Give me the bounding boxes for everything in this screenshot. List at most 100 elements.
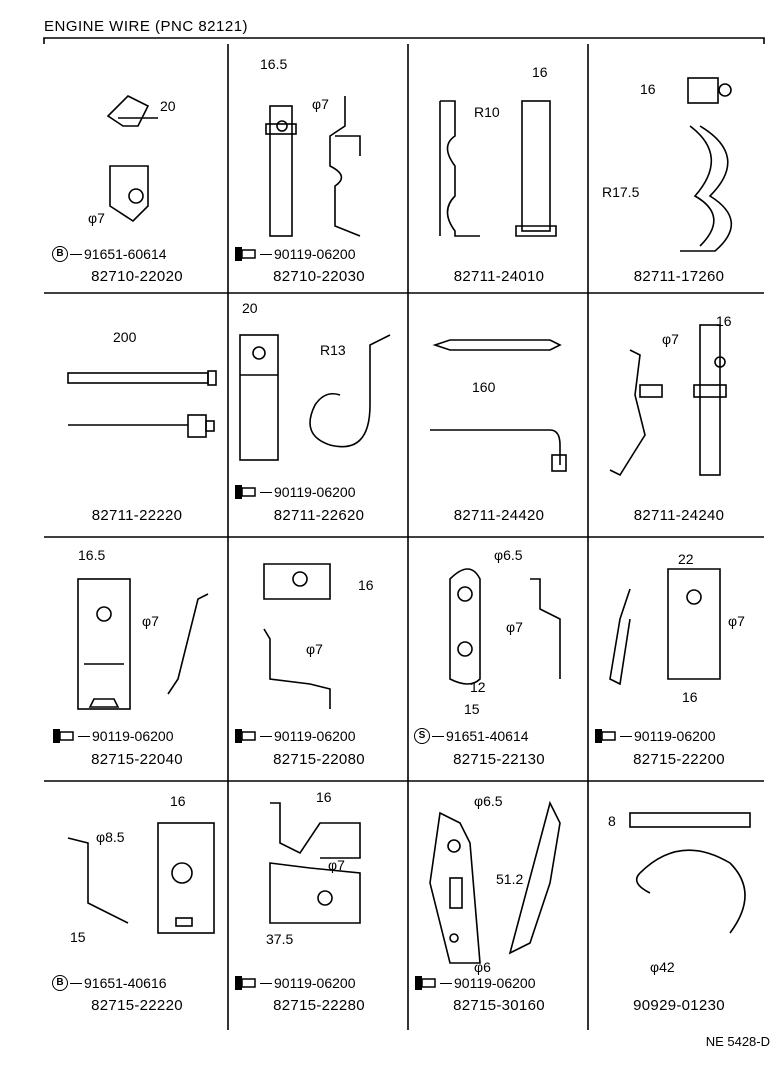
fastener-part-number: 90119-06200 (634, 728, 716, 744)
fastener-part-number: 90119-06200 (454, 975, 536, 991)
dimension-label: φ7 (506, 619, 523, 635)
bolt-icon (235, 976, 256, 990)
dimension-label: 16.5 (78, 547, 106, 563)
part-number: 82711-17260 (633, 268, 725, 285)
part-number: 82711-22220 (91, 507, 183, 524)
dimension-label: 15 (70, 929, 86, 945)
dimension-label: R17.5 (602, 184, 640, 200)
part-number: 90929-01230 (633, 997, 725, 1014)
fastener-callout: 90119-06200 (52, 728, 173, 744)
dimension-label: φ7 (142, 613, 159, 629)
part-sketch (449, 568, 561, 685)
dimension-label: φ6 (474, 959, 491, 975)
fastener-callout: 90119-06200 (234, 728, 355, 744)
leader-line (70, 253, 82, 255)
dimension-label: 15 (464, 701, 480, 717)
part-sketch (77, 578, 209, 710)
fastener-callout: 90119-06200 (234, 246, 355, 262)
fastener-callout: B 91651-40616 (52, 975, 167, 991)
dimension-label: φ7 (88, 210, 105, 226)
part-sketch (67, 370, 217, 438)
part-number: 82715-22200 (633, 751, 725, 768)
dimension-label: 16 (532, 64, 548, 80)
part-number: 82715-30160 (453, 997, 545, 1014)
dimension-label: φ8.5 (96, 829, 125, 845)
part-number: 82711-22620 (273, 507, 365, 524)
dimension-label: φ7 (328, 857, 345, 873)
dimension-label: R10 (474, 104, 500, 120)
leader-line (260, 491, 272, 493)
dimension-label: φ6.5 (494, 547, 523, 563)
fastener-callout: 90119-06200 (234, 975, 355, 991)
bolt-icon (235, 485, 256, 499)
leader-line (70, 982, 82, 984)
dimension-label: 51.2 (496, 871, 524, 887)
dimension-label: φ7 (728, 613, 745, 629)
dimension-label: φ7 (312, 96, 329, 112)
fastener-callout: B 91651-60614 (52, 246, 167, 262)
part-number: 82711-24010 (453, 268, 545, 285)
dimension-label: 8 (608, 813, 616, 829)
part-number: 82715-22130 (453, 751, 545, 768)
part-number: 82711-24420 (453, 507, 545, 524)
dimension-label: 200 (113, 329, 137, 345)
part-number: 82710-22030 (273, 268, 365, 285)
part-sketch (429, 800, 561, 964)
leader-line (440, 982, 452, 984)
fastener-type-icon: B (52, 246, 68, 262)
dimension-label: 16 (640, 81, 656, 97)
dimension-label: 12 (470, 679, 486, 695)
fastener-part-number: 91651-60614 (84, 246, 167, 262)
dimension-label: 16 (316, 789, 332, 805)
part-sketch (106, 95, 158, 223)
dimension-label: R13 (320, 342, 346, 358)
dimension-label: 16 (170, 793, 186, 809)
part-sketch (439, 100, 557, 237)
part-number: 82715-22220 (91, 997, 183, 1014)
part-sketch (609, 324, 727, 477)
part-sketch (609, 568, 721, 686)
fastener-part-number: 90119-06200 (92, 728, 174, 744)
dimension-label: φ6.5 (474, 793, 503, 809)
leader-line (78, 735, 90, 737)
fastener-part-number: 91651-40614 (446, 728, 529, 744)
part-cell: 200 82711-22220 (48, 295, 226, 540)
leader-line (432, 735, 444, 737)
part-sketch (265, 96, 361, 237)
part-sketch (263, 563, 331, 709)
dimension-label: 16 (716, 313, 732, 329)
leader-line (260, 735, 272, 737)
part-sketch (239, 334, 391, 461)
fastener-part-number: 91651-40616 (84, 975, 167, 991)
dimension-label: 37.5 (266, 931, 294, 947)
fastener-callout: 90119-06200 (234, 484, 355, 500)
bolt-icon (595, 729, 616, 743)
bolt-icon (235, 247, 256, 261)
part-sketch (269, 802, 361, 924)
leader-line (620, 735, 632, 737)
part-number: 82711-24240 (633, 507, 725, 524)
part-number: 82715-22280 (273, 997, 365, 1014)
fastener-part-number: 90119-06200 (274, 728, 356, 744)
fastener-part-number: 90119-06200 (274, 484, 356, 500)
leader-line (260, 982, 272, 984)
fastener-type-icon: B (52, 975, 68, 991)
fastener-callout: 90119-06200 (414, 975, 535, 991)
diagram-title: ENGINE WIRE (PNC 82121) (44, 18, 249, 35)
dimension-label: φ7 (306, 641, 323, 657)
fastener-callout: 90119-06200 (594, 728, 715, 744)
